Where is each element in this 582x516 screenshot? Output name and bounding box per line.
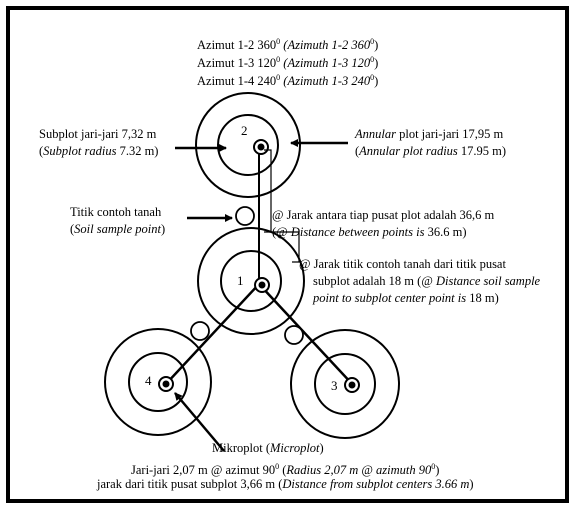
azimuth-line-3: Azimut 1-4 2400 (Azimuth 1-3 2400)	[197, 73, 379, 89]
plot-3	[290, 329, 400, 439]
azimuth-line-2: Azimut 1-3 1200 (Azimuth 1-3 1200)	[197, 55, 379, 71]
plot-4	[104, 328, 212, 436]
soil-distance-label: @ Jarak titik contoh tanah dari titik pu…	[299, 257, 541, 305]
subplot-circle-4	[128, 352, 188, 412]
subplot-circle-2	[217, 114, 279, 176]
plot-number-4: 4	[145, 373, 152, 388]
center-dot-3	[348, 381, 356, 389]
plot-number-1: 1	[237, 273, 244, 288]
soil-sample-point-left	[190, 321, 210, 341]
microplot-label-distance: jarak dari titik pusat subplot 3,66 m (D…	[97, 477, 474, 491]
annular-circle-1	[197, 227, 305, 335]
center-dot-4	[162, 380, 170, 388]
subplot-circle-1	[220, 250, 282, 312]
annular-label: Annular plot jari-jari 17,95 m (Annular …	[355, 127, 507, 158]
plot-number-2: 2	[241, 123, 248, 138]
microplot-label-title: Mikroplot (Microplot)	[212, 441, 324, 455]
subplot-label: Subplot jari-jari 7,32 m (Subplot radius…	[39, 127, 159, 158]
microplot-arrow	[174, 392, 225, 452]
diagram-frame	[6, 6, 569, 503]
line-1-to-4	[164, 283, 260, 386]
soil-sample-label: Titik contoh tanah (Soil sample point)	[70, 205, 166, 236]
center-dot-2	[257, 143, 265, 151]
distance-label: @ Jarak antara tiap pusat plot adalah 36…	[272, 208, 495, 239]
line-1-to-3	[258, 283, 355, 387]
plot-number-3: 3	[331, 378, 338, 393]
subplot-circle-3	[314, 353, 376, 415]
center-dot-1	[258, 281, 266, 289]
annular-circle-2	[195, 92, 301, 198]
plot-2	[195, 92, 301, 198]
soil-sample-point-top	[235, 206, 255, 226]
plot-1	[197, 227, 305, 335]
soil-sample-point-right	[284, 325, 304, 345]
annular-circle-3	[290, 329, 400, 439]
microplot-label-radius: Jari-jari 2,07 m @ azimut 900 (Radius 2,…	[131, 462, 440, 478]
distance-bracket	[264, 149, 272, 233]
azimuth-line-1: Azimut 1-2 3600 (Azimuth 1-2 3600)	[197, 37, 379, 53]
soil-distance-bracket	[269, 231, 300, 263]
annular-circle-4	[104, 328, 212, 436]
